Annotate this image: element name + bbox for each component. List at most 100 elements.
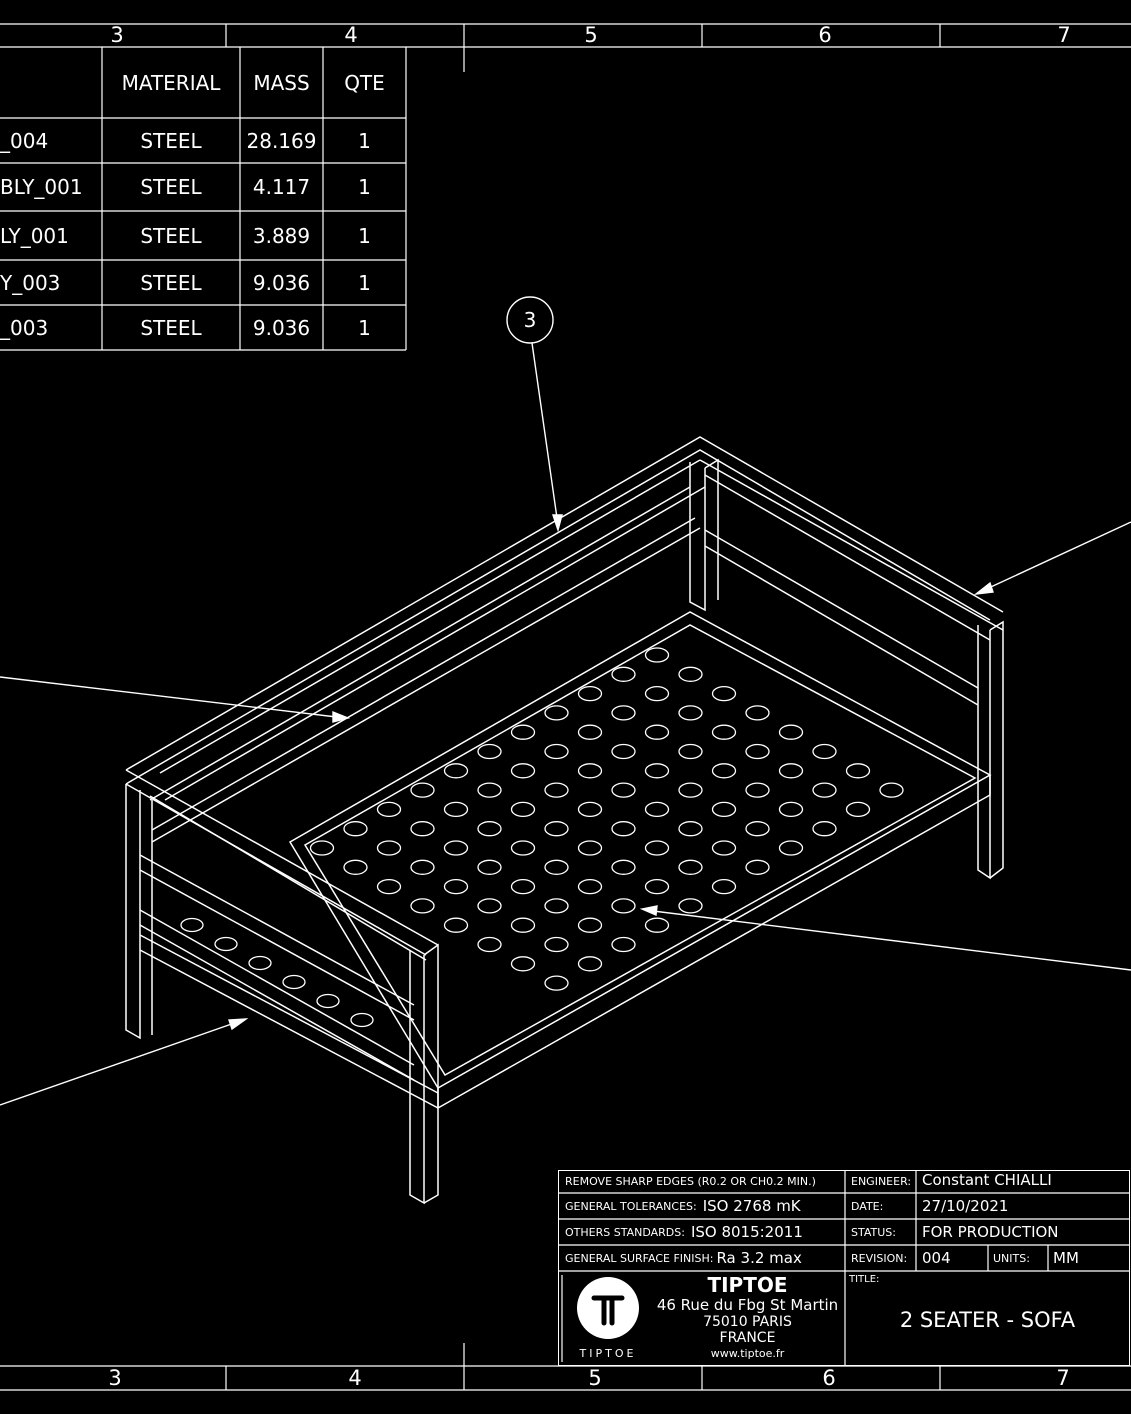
seat-hole [745, 743, 770, 760]
bom-mass: 9.036 [252, 270, 311, 295]
seat-hole [343, 821, 368, 837]
seat-hole [544, 975, 569, 991]
note-sharp-edges: REMOVE SHARP EDGES (R0.2 OR CH0.2 MIN.) [565, 1170, 816, 1193]
seat-hole [309, 840, 335, 856]
seat-hole [644, 801, 670, 818]
engineer-value: Constant CHIALLI [922, 1170, 1052, 1189]
rail-hole [316, 993, 340, 1009]
note-value: Ra 3.2 max [716, 1249, 802, 1267]
company-country: FRANCE [719, 1329, 776, 1346]
zone-bottom-3: 3 [108, 1366, 122, 1390]
seat-hole [611, 743, 636, 760]
drawing-title: 2 SEATER - SOFA [899, 1308, 1076, 1332]
balloon-circle [506, 296, 554, 344]
revision-value: 004 [922, 1249, 951, 1267]
seat-hole [611, 782, 636, 798]
seat-hole [577, 724, 603, 740]
bom-part: _003 [0, 315, 49, 340]
seat-hole [477, 743, 502, 760]
seat-hole [510, 840, 536, 856]
bom-material: STEEL [140, 315, 202, 340]
seat-hole [644, 647, 670, 663]
seat-hole [577, 840, 603, 856]
company-logo [577, 1277, 639, 1339]
seat-hole [745, 782, 770, 798]
seat-hole [577, 685, 603, 702]
note-label: REMOVE SHARP EDGES (R0.2 OR CH0.2 MIN.) [565, 1175, 816, 1188]
bom-header-qty: QTE [344, 70, 385, 95]
seat-hole [510, 724, 536, 740]
note-label: GENERAL SURFACE FINISH: [565, 1251, 714, 1265]
seat-hole [879, 782, 904, 798]
zone-bottom-6: 6 [822, 1366, 836, 1390]
bom-header-mass: MASS [253, 70, 310, 95]
bom-qty: 1 [358, 175, 371, 199]
note-value: ISO 8015:2011 [690, 1223, 803, 1241]
seat-hole [745, 705, 770, 721]
rail-hole [282, 974, 306, 990]
seat-hole [577, 956, 603, 972]
seat-hole [812, 782, 837, 798]
seat-hole [510, 917, 536, 933]
zone-top-6: 6 [818, 23, 832, 47]
seat-hole [778, 724, 804, 740]
zone-top-4: 4 [344, 23, 358, 47]
company-address-line1: 46 Rue du Fbg St Martin [656, 1296, 839, 1314]
seat-hole [477, 936, 502, 953]
seat-hole [845, 801, 871, 818]
seat-hole [343, 859, 368, 875]
company-name: TIPTOE [707, 1273, 788, 1297]
seat-hole [611, 666, 636, 682]
rail-hole [180, 917, 204, 933]
engineer-label: ENGINEER: [851, 1175, 912, 1188]
seat-hole [711, 878, 737, 895]
seat-hole [644, 878, 670, 895]
seat-hole [577, 917, 603, 933]
seat-hole [410, 821, 435, 837]
seat-hole [678, 898, 703, 914]
seat-hole [477, 782, 502, 798]
seat-hole [678, 666, 703, 682]
balloon-leader [531, 342, 559, 526]
zone-top-7: 7 [1057, 23, 1071, 47]
seat-hole [544, 743, 569, 760]
sofa-frame [125, 436, 1004, 1205]
seat-hole [711, 685, 737, 702]
seat-hole [443, 840, 469, 856]
note-label: GENERAL TOLERANCES: [565, 1199, 697, 1213]
seat-hole [678, 821, 703, 837]
date-value: 27/10/2021 [922, 1197, 1009, 1215]
seat-hole [443, 917, 469, 933]
seat-hole [711, 801, 737, 818]
seat-hole [443, 878, 469, 895]
seat-hole [376, 878, 402, 895]
bom-qty: 1 [358, 128, 371, 153]
note-standards: OTHERS STANDARDS: ISO 8015:2011 [565, 1219, 803, 1245]
seat-hole [544, 821, 569, 837]
seat-hole [544, 782, 569, 798]
seat-hole [711, 763, 737, 779]
seat-hole [778, 763, 804, 779]
revision-label: REVISION: [851, 1251, 908, 1265]
title-label: TITLE: [849, 1273, 880, 1285]
bom-qty: 1 [358, 270, 371, 295]
rail-hole [248, 955, 272, 971]
bom-material: STEEL [140, 270, 202, 295]
units-label: UNITS: [993, 1251, 1030, 1265]
seat-hole [376, 801, 402, 818]
seat-hole [510, 878, 536, 895]
seat-hole [644, 685, 670, 702]
seat-hole [644, 724, 670, 740]
note-label: OTHERS STANDARDS: [565, 1225, 685, 1239]
seat-hole [477, 821, 502, 837]
seat-hole [644, 763, 670, 779]
bom-mass: 4.117 [252, 175, 311, 199]
leader-lines [0, 521, 1131, 1106]
bom-part: BLY_001 [0, 175, 83, 199]
seat-hole [845, 763, 871, 779]
seat-hole [410, 898, 435, 914]
bom-mass: 28.169 [246, 128, 317, 153]
seat-hole [644, 840, 670, 856]
bom-part: LY_001 [0, 223, 69, 248]
note-surface-finish: GENERAL SURFACE FINISH: Ra 3.2 max [565, 1245, 802, 1271]
